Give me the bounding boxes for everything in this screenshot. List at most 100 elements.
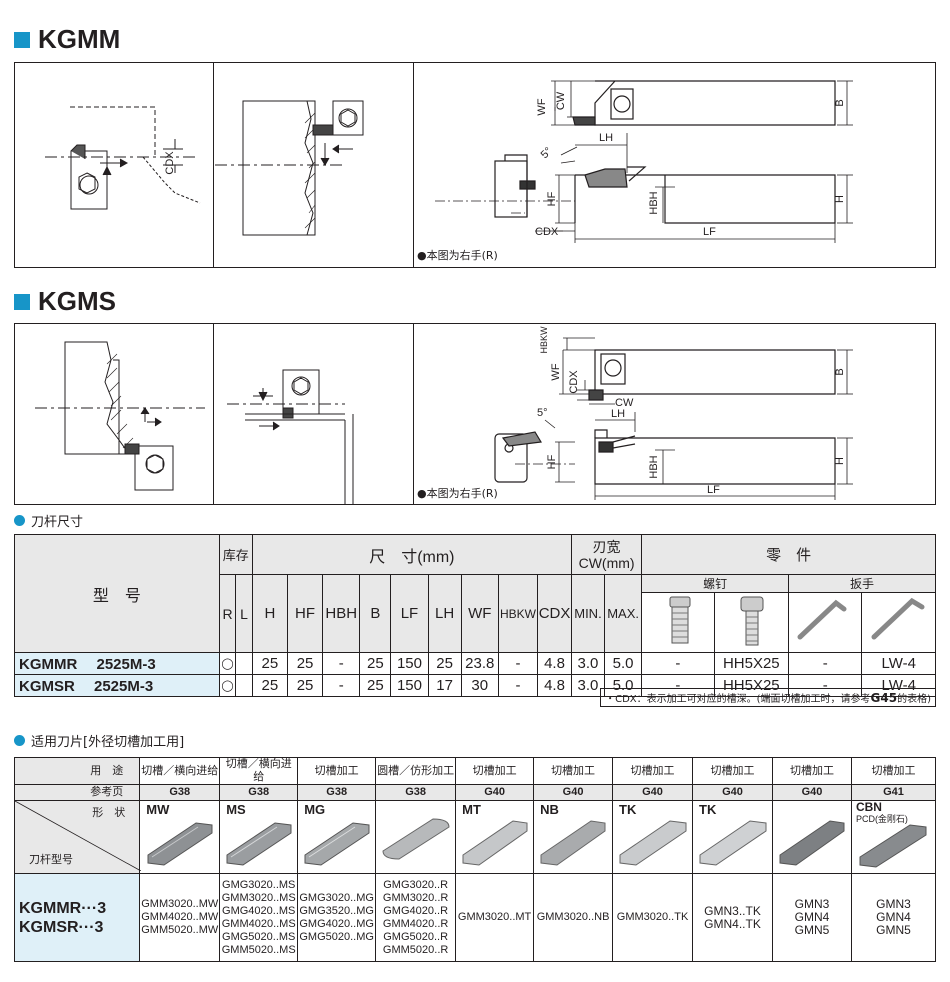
size-header: 尺 寸(mm) (251, 534, 572, 575)
spec-model: KGMMR 2525M-3 (14, 652, 220, 675)
col-b: B (359, 574, 392, 653)
insert-item: GMM5020..MS (221, 943, 296, 956)
holder-model: KGMSR···3 (19, 918, 104, 936)
col-min: MIN. (570, 574, 606, 653)
insert-code: MS (226, 802, 246, 817)
val-hf: 25 (286, 674, 324, 697)
insert-item: GMM5020..MW (141, 924, 219, 936)
kgmm-hand-note: ●本图为右手(R) (417, 249, 498, 262)
cdx-footnote: ・CDX：表示加工可对应的槽深。(端面切槽加工时，请参考G45的表格) (600, 688, 936, 707)
insert-shape-gmn (771, 800, 852, 874)
page-ref: G40 (533, 784, 614, 801)
spec-section-title: 刀杆尺寸 (14, 511, 83, 530)
holder-model: KGMMR···3 (19, 899, 107, 917)
insert-shape-tk: TK (612, 800, 694, 874)
spec-model: KGMSR 2525M-3 (14, 674, 220, 697)
holder-models-cell: KGMMR···3 KGMSR···3 (13, 873, 141, 962)
val-wf: 30 (460, 674, 499, 697)
insert-item: GMM5020..R (382, 943, 449, 956)
kgmm-b-label: B (834, 99, 846, 106)
insert-code: TK (619, 802, 637, 817)
cdx-note-pre: ・CDX：表示加工可对应的槽深。(端面切槽加工时，请参考 (605, 694, 871, 705)
grooving-insert-icon (779, 820, 845, 866)
kgmm-angle-label: 5° (539, 145, 555, 161)
grooving-insert-icon (147, 822, 213, 866)
insert-item: GMG4020..MG (299, 917, 374, 930)
holder-spec-table: 型 号 库存 尺 寸(mm) 刃宽 CW(mm) 零 件 R L H HF HB… (14, 534, 936, 697)
grooving-insert-icon (540, 820, 606, 866)
kgms-lh-label: LH (611, 408, 625, 420)
insert-shape-round (375, 800, 457, 874)
spec-section-text: 刀杆尺寸 (31, 515, 84, 530)
inserts-table: 用 途 切槽／横向进给 切槽／横向进给 切槽加工 圆槽／仿形加工 切槽加工 切槽… (13, 757, 937, 962)
col-l: L (235, 574, 253, 653)
use-cell: 切槽加工 (771, 757, 852, 785)
kgmm-cdx-small-label: CDX (164, 151, 176, 175)
insert-code: MG (304, 802, 326, 817)
insert-item: GMN4 (876, 910, 911, 924)
insert-item: GMN4 (794, 910, 830, 924)
insert-item: GMN5 (876, 923, 911, 937)
insert-code: MT (462, 802, 481, 817)
insert-shape-mt: MT (455, 800, 535, 874)
cdx-note-page-ref: G45 (870, 691, 898, 705)
wrench-header: 扳手 (788, 574, 936, 593)
torx-wrench-image (788, 592, 863, 653)
kgmm-view-3-side (494, 154, 836, 224)
use-cell: 切槽／横向进给 (219, 757, 299, 785)
val-h: 25 (251, 652, 288, 675)
val-hbkw: - (497, 652, 539, 675)
insert-code: TK (699, 802, 717, 817)
spec-row-kgmmr: KGMMR 2525M-3 ◯ 25 25 - 25 150 25 23.8 -… (14, 652, 936, 675)
insert-item: GMM4020..MW (141, 911, 219, 923)
col-cdx: CDX (537, 574, 572, 653)
grooving-insert-icon (619, 820, 687, 866)
use-cell: 切槽加工 (692, 757, 773, 785)
insert-item: GMM3020..TK (616, 911, 689, 923)
insert-item: GMN3..TK (704, 903, 761, 918)
insert-item: GMN4..TK (704, 916, 761, 931)
insert-shape-mg: MG (297, 800, 377, 874)
val-lh: 17 (427, 674, 462, 697)
val-b: 25 (359, 652, 392, 675)
kgmm-cw-label: CW (555, 91, 567, 110)
use-row-label: 用 途 (13, 757, 141, 785)
use-cell: 切槽加工 (533, 757, 614, 785)
kgmm-h-label: H (834, 195, 846, 203)
clamp-screw-image (641, 592, 715, 653)
kgms-b-label: B (834, 368, 846, 375)
stock-r: ◯ (218, 674, 237, 697)
cdx-note-post: 的表格) (897, 694, 931, 705)
grooving-insert-icon (699, 820, 766, 866)
stock-l (235, 674, 253, 697)
val-h: 25 (251, 674, 288, 697)
page-ref: G38 (297, 784, 377, 801)
page-ref: G38 (219, 784, 299, 801)
kgms-lf-label: LF (707, 484, 720, 496)
use-cell: 切槽／横向进给 (139, 757, 221, 785)
stock-r: ◯ (218, 652, 237, 675)
kgmm-view-2 (215, 100, 364, 236)
holder-label: 刀杆型号 (29, 854, 73, 866)
part-torx-wrench: - (788, 674, 863, 697)
kgms-title-text: KGMS (38, 286, 116, 316)
insert-code: NB (540, 802, 559, 817)
cw-header-line2: CW(mm) (578, 554, 635, 571)
insert-item: GMM3020..MT (457, 911, 532, 923)
stock-l (235, 652, 253, 675)
round-groove-insert-icon (382, 818, 450, 860)
page-ref: G40 (455, 784, 535, 801)
insert-item: GMG5020..MG (299, 930, 374, 943)
kgms-wf-label: WF (550, 363, 562, 380)
val-lf: 150 (390, 674, 429, 697)
insert-item: GMG5020..MS (222, 930, 296, 943)
kgmm-lf-label: LF (703, 226, 716, 238)
insert-item: GMG3020..MS (222, 878, 296, 891)
kgms-section-title: KGMS (14, 286, 116, 317)
page-ref: G40 (612, 784, 694, 801)
insert-item: GMM4020..MS (221, 917, 296, 930)
